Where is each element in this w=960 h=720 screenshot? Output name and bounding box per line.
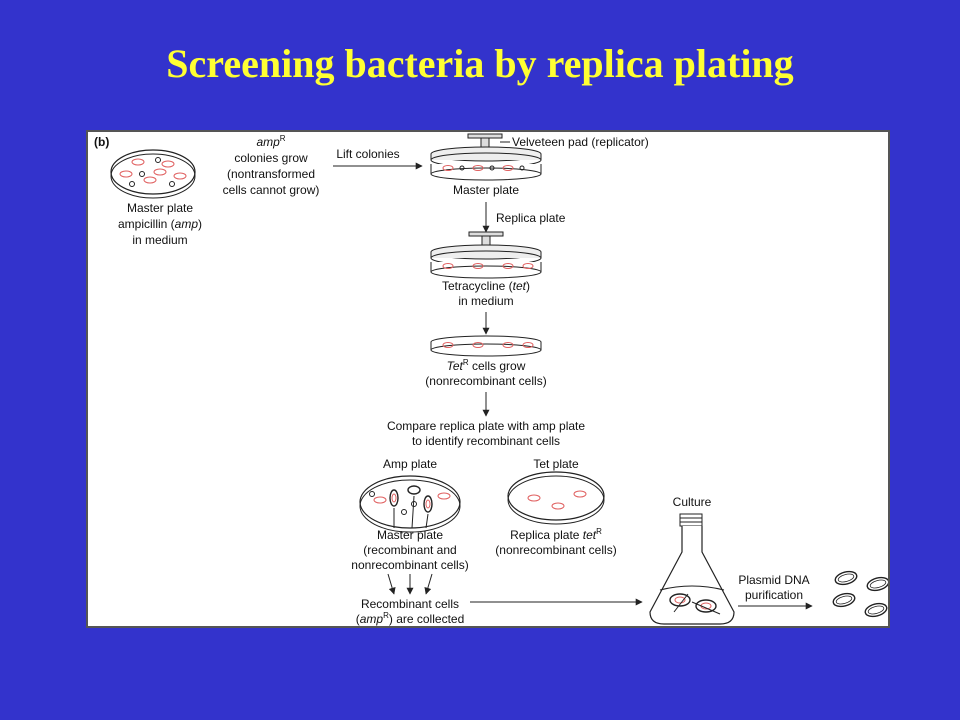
master-dish-line1: Master plate <box>127 201 193 215</box>
plasmid-line1: Plasmid DNA <box>738 573 809 587</box>
amp-plate-line3: nonrecombinant cells) <box>351 558 468 572</box>
tet-cells-line2: (nonrecombinant cells) <box>425 374 546 388</box>
amp-colonies-line3: (nontransformed <box>227 167 315 181</box>
amp-colonies-line2: colonies grow <box>234 151 308 165</box>
master-plate-label: Master plate <box>453 183 519 197</box>
velveteen-pad-label: Velveteen pad (replicator) <box>512 135 649 149</box>
tetracycline-line2: in medium <box>458 294 513 308</box>
amp-plate-line2: (recombinant and <box>363 543 456 557</box>
culture-flask <box>649 513 735 625</box>
panel-label: (b) <box>94 135 109 149</box>
amp-plate-heading: Amp plate <box>383 457 437 471</box>
collect-arrow-3 <box>424 573 433 595</box>
slide-title: Screening bacteria by replica plating <box>166 41 794 86</box>
recombinant-line1: Recombinant cells <box>361 597 459 611</box>
recombinant-line2: (ampR) are collected <box>356 611 465 626</box>
tet-plate-heading: Tet plate <box>533 457 579 471</box>
plasmid-rings <box>832 570 888 618</box>
tetracycline-line1: Tetracycline (tet) <box>442 279 530 293</box>
amp-pointer-3 <box>425 513 429 529</box>
lift-colonies-label: Lift colonies <box>336 147 399 161</box>
master-dish <box>110 149 196 199</box>
master-dish-line3: in medium <box>132 233 187 247</box>
amp-colonies-line4: cells cannot grow) <box>223 183 320 197</box>
replica-plating-diagram: (b) Master plate ampicillin (amp) in med… <box>94 133 888 626</box>
plasmid-line2: purification <box>745 588 803 602</box>
amp-plate-dish <box>359 475 461 533</box>
tet-plate-small <box>430 335 542 357</box>
tet-plate-line1: Replica plate tetR <box>510 527 602 542</box>
replica-plate-label: Replica plate <box>496 211 566 225</box>
tet-cells-line1: TetR cells grow <box>447 358 526 373</box>
compare-line2: to identify recombinant cells <box>412 434 560 448</box>
amp-colonies-line1: ampR <box>256 134 285 149</box>
collect-arrow-1 <box>387 573 396 595</box>
amp-plate-line1: Master plate <box>377 528 443 542</box>
compare-line1: Compare replica plate with amp plate <box>387 419 585 433</box>
amp-pointer-2 <box>411 495 415 529</box>
tet-plate-dish <box>507 471 605 525</box>
tet-plate-line2: (nonrecombinant cells) <box>495 543 616 557</box>
replicator-master <box>430 133 542 181</box>
replicator-tet <box>430 231 542 279</box>
master-dish-line2: ampicillin (amp) <box>118 217 202 231</box>
diagram-panel: (b) Master plate ampicillin (amp) in med… <box>86 130 890 628</box>
culture-label: Culture <box>673 495 712 509</box>
